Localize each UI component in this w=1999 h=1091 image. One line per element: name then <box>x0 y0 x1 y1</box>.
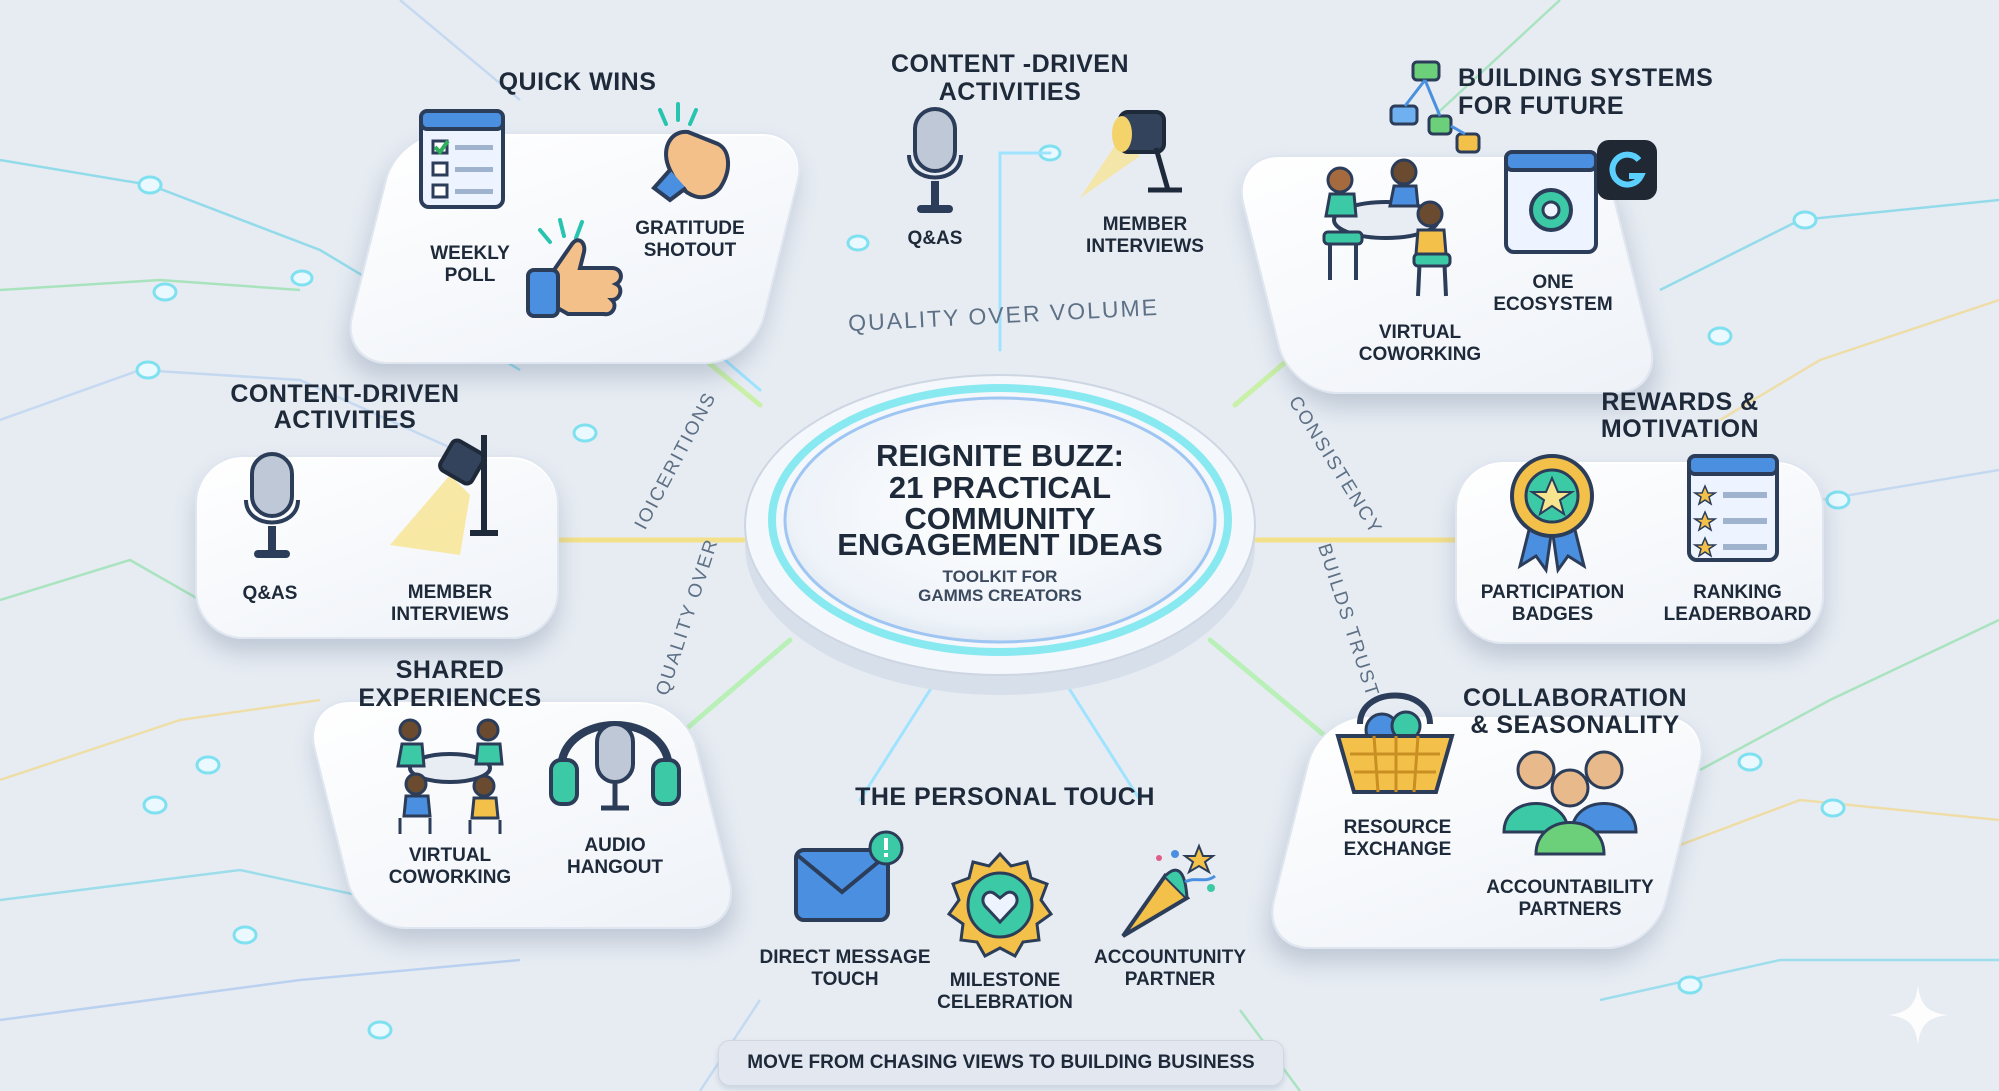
content-left-item-1: Q&As <box>242 583 298 604</box>
coworking-table-icon <box>396 718 504 834</box>
leaderboard-icon <box>1687 454 1779 562</box>
heart-medal-icon <box>946 851 1054 959</box>
footer-text: MOVE FROM CHASING VIEWS TO BUILDING BUSI… <box>747 1052 1255 1073</box>
quick-wins-item-1: WEEKLY POLL <box>430 243 510 286</box>
party-popper-icon <box>1121 843 1216 938</box>
content-top-item-2: MEMBER INTERVIEWS <box>1086 214 1204 257</box>
meeting-table-people-icon <box>1322 158 1452 297</box>
shared-item-2: AUDIO HANGOUT <box>566 835 664 878</box>
content-top-item-1: Q&As <box>907 228 963 249</box>
personal-item-2: MILESTONE CELEBRATION <box>937 970 1073 1013</box>
sparkle-icon <box>1888 985 1948 1045</box>
hub-title-line-3: COMMUNITY <box>904 501 1096 536</box>
rewards-item-2: RANKING LEADERBOARD <box>1663 582 1812 625</box>
badge-ribbon-icon <box>1510 454 1594 574</box>
shared-item-1: VIRTUAL COWORKING <box>388 845 512 888</box>
content-left-title-line-2: ACTIVITIES <box>273 406 417 434</box>
headphones-mic-icon <box>549 721 681 811</box>
content-top-title-line-1: CONTENT -DRIVEN <box>890 50 1130 78</box>
rewards-item-1: PARTICIPATION BADGES <box>1480 582 1625 625</box>
quick-wins-item-2: GRATITUDE SHOTOUT <box>635 218 745 261</box>
clapping-hands-icon <box>651 102 730 203</box>
spotlight-icon <box>390 435 498 555</box>
personal-item-3: ACCOUNTUNITY PARTNER <box>1094 947 1246 990</box>
hub-subtitle-line-1: TOOLKIT FOR <box>942 567 1058 586</box>
shared-title-line-2: EXPERIENCES <box>358 684 542 712</box>
collab-item-1: RESOURCE EXCHANGE <box>1343 817 1452 860</box>
central-hub <box>744 374 1256 695</box>
personal-touch-title: THE PERSONAL TOUCH <box>855 783 1155 811</box>
microphone-icon <box>907 107 963 213</box>
content-left-item-2: MEMBER INTERVIEWS <box>391 582 509 625</box>
thumbs-up-icon <box>526 218 623 318</box>
poll-checklist-icon <box>419 109 505 209</box>
collab-title-line-2: & SEASONALITY <box>1470 711 1680 739</box>
hub-subtitle-line-2: GAMMS CREATORS <box>918 586 1082 605</box>
hub-title-line-2: 21 PRACTICAL <box>888 470 1112 505</box>
spotlight-icon <box>1080 110 1182 198</box>
basket-icon <box>1335 692 1455 794</box>
systems-title-line-1: BUILDING SYSTEMS <box>1458 64 1714 92</box>
content-left-title-line-1: CONTENT-DRIVEN <box>230 380 460 408</box>
hub-title-line-4: ENGAGEMENT IDEAS <box>837 527 1163 562</box>
collab-item-2: ACCOUNTABILITY PARTNERS <box>1486 877 1654 920</box>
shared-title-line-1: SHARED <box>395 656 505 684</box>
systems-item-1: VIRTUAL COWORKING <box>1358 322 1482 365</box>
collab-title-line-1: COLLABORATION <box>1462 684 1688 712</box>
footer-banner: MOVE FROM CHASING VIEWS TO BUILDING BUSI… <box>718 1040 1284 1086</box>
g-logo-icon <box>1597 140 1657 200</box>
quick-wins-title: QUICK WINS <box>498 68 657 96</box>
group-people-icon <box>1502 750 1638 856</box>
gear-browser-icon <box>1504 150 1598 254</box>
workflow-nodes-icon <box>1389 60 1481 154</box>
rewards-title-line-2: MOTIVATION <box>1600 415 1760 443</box>
systems-title-line-2: FOR FUTURE <box>1458 92 1625 120</box>
hub-title-line-1: REIGNITE BUZZ: <box>876 438 1124 473</box>
microphone-icon <box>244 452 300 558</box>
envelope-notification-icon <box>794 830 904 922</box>
rewards-title-line-1: REWARDS & <box>1601 388 1759 416</box>
systems-item-2: ONE ECOSYSTEM <box>1493 272 1613 315</box>
content-top-title-line-2: ACTIVITIES <box>938 78 1082 106</box>
personal-item-1: DIRECT MESSAGE TOUCH <box>759 947 931 990</box>
